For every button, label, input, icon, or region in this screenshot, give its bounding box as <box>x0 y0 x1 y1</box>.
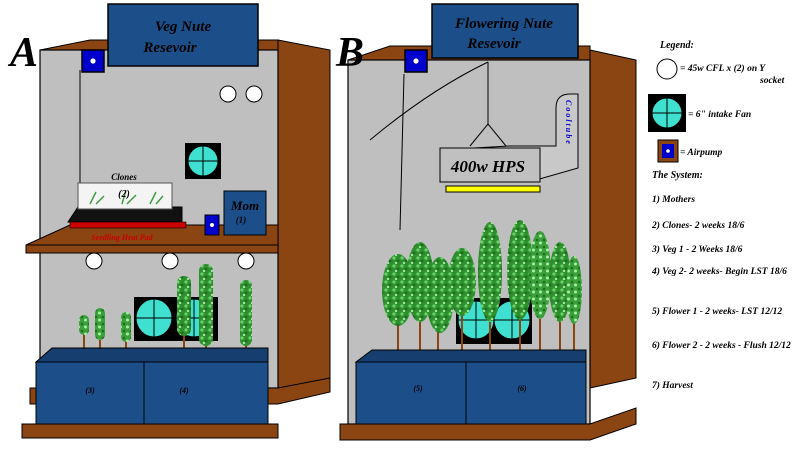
veg-reservoir-label-line2: Resevoir <box>142 40 196 56</box>
clone-dome: Clones (2) <box>67 172 183 223</box>
cabinet-a-shelf-front <box>25 244 279 254</box>
legend-fan-text: = 6" intake Fan <box>688 110 752 120</box>
flowering-reservoir-box <box>431 3 579 59</box>
mom-label: Mom <box>230 198 259 213</box>
system-step-7: 7) Harvest <box>652 381 693 391</box>
legend-fan-icon <box>648 94 686 132</box>
mom-number: (1) <box>236 215 247 225</box>
system-step-2: 2) Clones- 2 weeks 18/6 <box>652 221 745 231</box>
system-step-1: 1) Mothers <box>652 195 696 205</box>
flowering-reservoir-label-line1: Flowering Nute <box>454 16 553 32</box>
system-step-3: 3) Veg 1 - 2 Weeks 18/6 <box>652 245 743 255</box>
plant <box>549 242 571 360</box>
plant <box>199 264 213 360</box>
plant <box>177 276 191 360</box>
flowering-plants <box>382 220 582 360</box>
system-step-4: 4) Veg 2- 2 weeks- Begin LST 18/6 <box>652 267 787 277</box>
airpump-small-icon <box>204 214 220 236</box>
intake-fan-icon <box>185 143 221 179</box>
mother-plant-box: Mom (1) <box>223 190 267 236</box>
veg-bins: (3) (4) <box>34 347 269 425</box>
plant <box>240 280 252 360</box>
plant <box>382 254 414 360</box>
legend-cfl-text-cont: socket <box>760 76 785 86</box>
flowering-reservoir: Flowering Nute Resevoir <box>431 3 579 59</box>
plant <box>566 256 582 360</box>
bin-5 <box>355 361 467 425</box>
plant <box>529 231 551 360</box>
hps-hanger <box>369 61 507 147</box>
legend-cfl-icon <box>656 58 678 80</box>
cabinet-b-cord <box>399 73 405 231</box>
bin-6-label: (6) <box>517 384 527 393</box>
heat-pad-label: Seedling Heat Pad <box>91 233 153 242</box>
veg-reservoir: Veg Nute Resevoir <box>107 3 259 67</box>
plant <box>426 257 454 360</box>
legend-cfl-text: = 45w CFL x (2) on Y <box>680 64 766 74</box>
cfl-bulbs-lower-a <box>85 252 255 270</box>
bin-4-label: (4) <box>179 386 189 395</box>
airpump-icon <box>81 49 105 73</box>
legend-title: Legend: <box>660 40 694 51</box>
hps-label: 400w HPS <box>450 157 525 176</box>
cabinet-a-base-front <box>21 423 279 439</box>
cabinet-b-letter: B <box>335 30 364 76</box>
plant <box>448 248 476 360</box>
legend-airpump-icon <box>657 139 679 163</box>
bin-4 <box>143 361 269 425</box>
bin-3 <box>35 361 145 425</box>
legend-airpump-text: = Airpump <box>680 148 723 158</box>
bin-3-label: (3) <box>85 386 95 395</box>
hps-reflector <box>439 147 541 183</box>
cabinet-a-letter: A <box>7 30 38 76</box>
plant <box>478 222 502 360</box>
system-title: The System: <box>652 170 703 181</box>
hps-light: 400w HPS <box>439 147 541 193</box>
system-step-6: 6) Flower 2 - 2 weeks - Flush 12/12 <box>652 341 791 351</box>
plant <box>507 220 533 360</box>
hps-bulb <box>445 185 541 193</box>
cfl-bulbs-top-a <box>219 85 263 103</box>
airpump-b-icon <box>404 49 428 73</box>
bin-5-label: (5) <box>413 384 423 393</box>
veg-reservoir-label-line1: Veg Nute <box>155 19 212 35</box>
system-step-5: 5) Flower 1 - 2 weeks- LST 12/12 <box>652 307 783 317</box>
veg-plants <box>79 264 252 360</box>
legend-symbols <box>648 58 686 163</box>
cabinet-a-side-panel <box>277 39 331 393</box>
cooltube-label: Cooltube <box>564 100 573 146</box>
flowering-reservoir-label-line2: Resevoir <box>466 36 520 52</box>
seedling-heat-pad: Seedling Heat Pad <box>69 221 187 242</box>
clones-label: Clones <box>111 172 137 182</box>
bin-6 <box>465 361 587 425</box>
veg-reservoir-box <box>107 3 259 67</box>
flowering-bins: (5) (6) <box>354 349 587 425</box>
clones-number: (2) <box>118 189 130 200</box>
cabinet-b-side-panel <box>589 49 637 389</box>
